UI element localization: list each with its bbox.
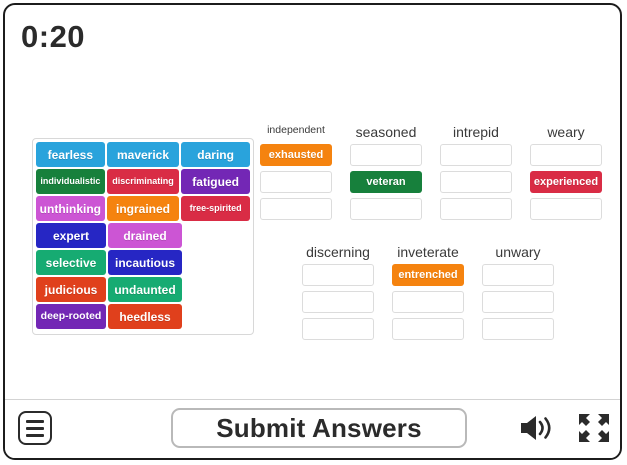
answer-slot-empty[interactable]	[260, 198, 332, 220]
countdown-timer: 0:20	[21, 19, 86, 54]
answer-slot-empty[interactable]	[302, 291, 374, 313]
word-tile[interactable]: drained	[108, 223, 182, 248]
word-tile[interactable]: incautious	[108, 250, 182, 275]
answer-slot-filled[interactable]: experienced	[530, 171, 602, 193]
word-tile[interactable]: judicious	[36, 277, 106, 302]
category-column: unwary	[482, 245, 554, 345]
answer-slot-empty[interactable]	[302, 318, 374, 340]
word-tile[interactable]: fearless	[36, 142, 105, 167]
answer-slot-empty[interactable]	[482, 318, 554, 340]
word-tile[interactable]: fatigued	[181, 169, 250, 194]
answer-slot-empty[interactable]	[392, 318, 464, 340]
category-header: discerning	[306, 245, 370, 260]
fullscreen-expand-icon[interactable]	[577, 412, 611, 449]
answer-slot-empty[interactable]	[482, 291, 554, 313]
answer-slot-empty[interactable]	[392, 291, 464, 313]
menu-bar-3	[26, 433, 44, 437]
menu-bar-2	[26, 426, 44, 430]
category-column: discerning	[302, 245, 374, 345]
answer-slot-empty[interactable]	[530, 144, 602, 166]
word-tile[interactable]: deep-rooted	[36, 304, 106, 329]
word-tile[interactable]: discriminating	[106, 169, 180, 194]
answer-slot-empty[interactable]	[440, 198, 512, 220]
answer-slot-filled[interactable]: entrenched	[392, 264, 464, 286]
answer-slot-filled[interactable]: veteran	[350, 171, 422, 193]
submit-answers-button[interactable]: Submit Answers	[171, 408, 467, 448]
speaker-volume-icon[interactable]	[517, 412, 553, 449]
answer-slot-empty[interactable]	[302, 264, 374, 286]
word-tile[interactable]: maverick	[106, 142, 180, 167]
category-columns-row-1: independent exhausted seasoned veteran intre…	[260, 125, 620, 225]
word-tile[interactable]: daring	[181, 142, 250, 167]
answer-slot-empty[interactable]	[350, 198, 422, 220]
word-tile[interactable]: individualistic	[36, 169, 105, 194]
word-tile[interactable]: free-spirited	[181, 196, 250, 221]
category-column: seasoned veteran	[350, 125, 422, 225]
category-columns-row-2: discerning inveterate entrenched unwary	[302, 245, 592, 345]
category-header: unwary	[495, 245, 541, 260]
category-header: weary	[547, 125, 585, 140]
answer-slot-empty[interactable]	[350, 144, 422, 166]
hamburger-menu-icon[interactable]	[18, 411, 52, 445]
word-tile[interactable]: selective	[36, 250, 106, 275]
answer-slot-empty[interactable]	[440, 144, 512, 166]
bottom-toolbar: Submit Answers	[5, 399, 620, 458]
word-tile[interactable]: unthinking	[36, 196, 105, 221]
word-tile[interactable]: expert	[36, 223, 106, 248]
category-column: weary experienced	[530, 125, 602, 225]
category-header: inveterate	[397, 245, 459, 260]
category-header: seasoned	[355, 125, 417, 140]
category-header: independent	[267, 125, 325, 136]
word-tile[interactable]: undaunted	[108, 277, 182, 302]
answer-slot-empty[interactable]	[260, 171, 332, 193]
category-column: independent exhausted	[260, 125, 332, 225]
answer-slot-filled[interactable]: exhausted	[260, 144, 332, 166]
menu-bar-1	[26, 419, 44, 423]
word-tile[interactable]: ingrained	[106, 196, 180, 221]
category-column: inveterate entrenched	[392, 245, 464, 345]
answer-slot-empty[interactable]	[440, 171, 512, 193]
category-column: intrepid	[440, 125, 512, 225]
category-header: intrepid	[453, 125, 499, 140]
answer-slot-empty[interactable]	[530, 198, 602, 220]
answer-slot-empty[interactable]	[482, 264, 554, 286]
word-tile[interactable]: heedless	[108, 304, 182, 329]
